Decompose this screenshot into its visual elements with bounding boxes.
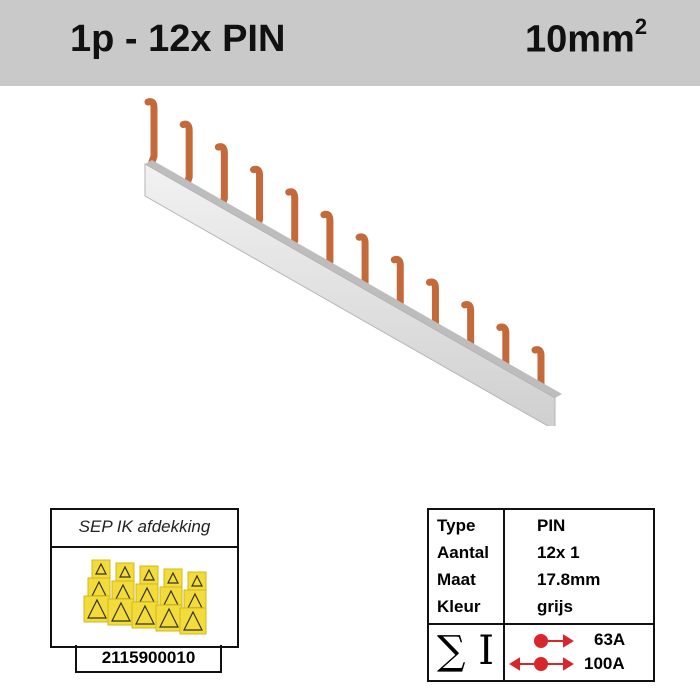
cross-section: 10mm2 (525, 14, 648, 61)
pin (250, 165, 264, 235)
pin (496, 323, 510, 383)
yellow-covers-image (83, 559, 207, 635)
cover-piece (139, 565, 159, 585)
pin (355, 233, 369, 299)
pin (425, 278, 439, 341)
pin (461, 301, 475, 362)
cover-piece (179, 607, 207, 635)
current-sum-symbol: ∑ I (437, 628, 495, 674)
current-center-feed: 100A (584, 654, 625, 673)
pin (285, 188, 299, 256)
cover-piece (107, 598, 135, 626)
busbar-body (144, 163, 556, 426)
pin (144, 98, 158, 172)
cover-piece (187, 571, 207, 591)
pin (179, 120, 193, 193)
cover-piece (83, 595, 111, 623)
pin (531, 346, 545, 404)
pin (320, 210, 334, 277)
current-end-feed: 63A (594, 630, 626, 649)
accessory-code: 2115900010 (75, 645, 222, 673)
pin (390, 255, 404, 320)
cover-piece (163, 568, 183, 588)
cover-piece (131, 601, 159, 629)
cover-piece (87, 577, 111, 601)
pin (214, 143, 228, 214)
cover-piece (115, 562, 135, 582)
header-bar: 1p - 12x PIN 10mm2 (0, 0, 700, 86)
cover-piece (155, 604, 183, 632)
product-title: 1p - 12x PIN (70, 18, 286, 60)
accessory-title: SEP IK afdekking (52, 510, 237, 548)
cover-piece (135, 583, 159, 607)
cover-piece (91, 559, 111, 579)
busbar-image (144, 98, 562, 426)
feed-arrows-icon (509, 634, 574, 671)
accessory-box: SEP IK afdekking (50, 508, 239, 648)
busbar-top (145, 160, 562, 398)
